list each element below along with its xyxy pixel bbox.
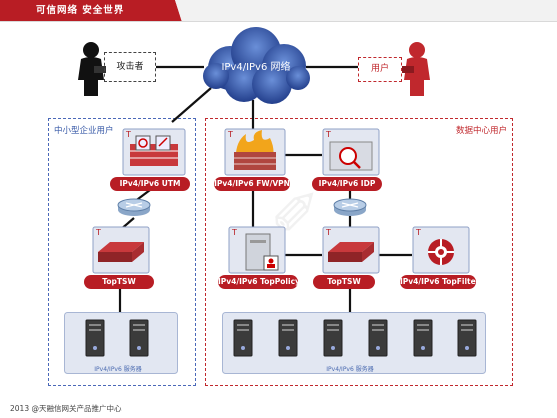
- banner-slogan: 可信网络 安全世界: [36, 5, 125, 16]
- fw-vpn-label: IPv4/IPv6 FW/VPN: [214, 177, 290, 191]
- server-icon: [129, 319, 149, 357]
- user-label: 用户: [370, 64, 389, 74]
- server-icon: [457, 319, 477, 357]
- svg-text:T: T: [325, 228, 331, 237]
- switch-device-icon-datacenter: T: [322, 226, 380, 274]
- attacker-box: [104, 52, 156, 82]
- utm-device-icon: T: [122, 128, 186, 176]
- topfilter-label: IPv4/IPv6 TopFilter: [400, 275, 476, 289]
- datacenter-server-caption: IPv4/IPv6 服务器: [326, 366, 374, 373]
- attacker-label: 攻击者: [116, 62, 144, 72]
- datacenter-zone-title: 数据中心用户: [456, 126, 508, 136]
- attacker-icon: [78, 42, 106, 96]
- server-icon: [413, 319, 433, 357]
- top-banner: [0, 0, 557, 22]
- server-icon: [368, 319, 388, 357]
- svg-text:T: T: [95, 228, 101, 237]
- firewall-device-icon: T: [224, 128, 286, 176]
- user-box: [358, 57, 402, 82]
- cloud-label: IPv4/IPv6 网络: [221, 62, 291, 73]
- toppolicy-device-icon: T: [228, 226, 286, 274]
- sme-zone-frame: [48, 118, 196, 386]
- router-icon-datacenter: [333, 198, 367, 216]
- user-icon: [402, 42, 430, 96]
- svg-text:T: T: [415, 228, 421, 237]
- svg-text:T: T: [231, 228, 237, 237]
- server-icon: [233, 319, 253, 357]
- svg-text:T: T: [227, 130, 233, 139]
- idp-label: IPv4/IPv6 IDP: [312, 177, 382, 191]
- utm-label: IPv4/IPv6 UTM: [110, 177, 190, 191]
- router-icon-sme: [117, 198, 151, 216]
- idp-device-icon: T: [322, 128, 380, 176]
- sme-server-caption: IPv4/IPv6 服务器: [94, 366, 142, 373]
- network-cloud: [203, 27, 310, 104]
- toptsw-datacenter-label: TopTSW: [313, 275, 375, 289]
- switch-device-icon-sme: T: [92, 226, 150, 274]
- svg-text:T: T: [325, 130, 331, 139]
- server-icon: [278, 319, 298, 357]
- server-icon: [323, 319, 343, 357]
- toptsw-sme-label: TopTSW: [84, 275, 154, 289]
- footer-text: 2013 @天融信网关产品推广中心: [10, 404, 122, 413]
- datacenter-zone-frame: [205, 118, 513, 386]
- server-icon: [85, 319, 105, 357]
- toppolicy-label: IPv4/IPv6 TopPolicy: [218, 275, 298, 289]
- sme-zone-title: 中小型企业用户: [54, 126, 114, 136]
- topfilter-device-icon: T: [412, 226, 470, 274]
- svg-text:T: T: [125, 130, 131, 139]
